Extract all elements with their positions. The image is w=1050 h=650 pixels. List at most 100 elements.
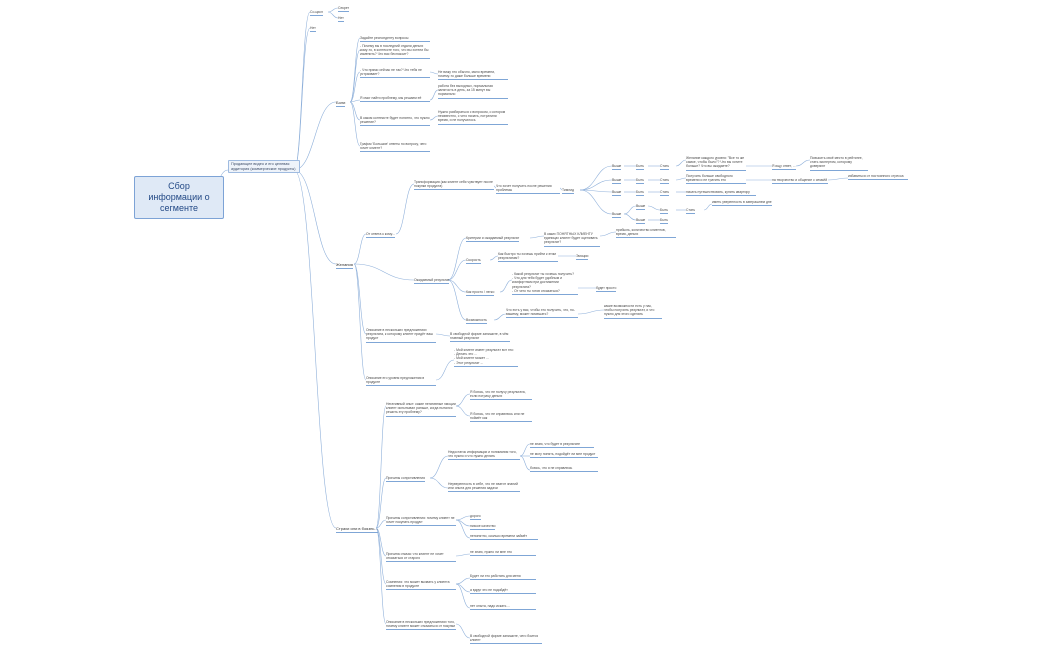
node[interactable]: Выше bbox=[636, 204, 646, 211]
node[interactable]: Секрет bbox=[338, 6, 350, 13]
node[interactable]: а вдруг это не подойдёт bbox=[470, 588, 536, 595]
node[interactable]: Я ищу ответ, ... bbox=[772, 164, 796, 171]
node[interactable]: Выше bbox=[612, 212, 622, 219]
node[interactable]: Быть bbox=[636, 164, 644, 171]
node[interactable]: не знаю, нужно ли мне это bbox=[470, 550, 536, 557]
connector bbox=[647, 205, 661, 211]
connector bbox=[455, 623, 471, 639]
root-topic[interactable]: Сбор информации о сегменте bbox=[134, 176, 224, 219]
node[interactable]: Выше bbox=[612, 164, 622, 171]
connector bbox=[455, 553, 471, 557]
node[interactable]: Стать bbox=[660, 178, 670, 185]
node[interactable]: - Почему вы в последний отдали деньги ко… bbox=[360, 44, 430, 59]
node[interactable]: Ожидаемый результат bbox=[414, 278, 450, 285]
node[interactable]: Стать bbox=[660, 190, 670, 197]
node[interactable]: График 'Большие' ответы по вопросу, чего… bbox=[360, 142, 430, 153]
connector bbox=[623, 213, 637, 221]
node[interactable]: Выше bbox=[612, 190, 622, 197]
node[interactable]: нет опыта, надо искать ... bbox=[470, 604, 536, 611]
node[interactable]: Быть bbox=[636, 178, 644, 185]
node[interactable]: Тимлид bbox=[562, 188, 574, 195]
node[interactable]: От ответа к кому... bbox=[366, 232, 395, 239]
node[interactable]: низкое качество bbox=[470, 524, 496, 531]
node[interactable]: Трансформация (как клиент себя чувствует… bbox=[414, 180, 494, 191]
node-bol[interactable]: Боли bbox=[336, 100, 346, 107]
node[interactable]: В свободной форме запишите, в чём главны… bbox=[450, 332, 510, 343]
node[interactable]: Со-цикл bbox=[310, 10, 323, 17]
node[interactable]: Скорость bbox=[466, 258, 481, 265]
connector bbox=[493, 313, 507, 321]
node[interactable]: будет просто bbox=[596, 286, 617, 293]
node[interactable]: Описание в нескольких предложениях того,… bbox=[386, 620, 456, 631]
node[interactable]: Эмоции bbox=[576, 254, 589, 261]
node[interactable]: Получить больше свободного времени и не … bbox=[686, 174, 746, 185]
node[interactable]: дорого bbox=[470, 514, 481, 521]
node[interactable]: В свободной форме запишите, чего боится … bbox=[470, 634, 542, 645]
node[interactable]: Быть bbox=[660, 218, 668, 225]
node[interactable]: Критерии и ожидаемый результат bbox=[466, 236, 520, 243]
node[interactable]: Описание его уровня предложения в продук… bbox=[366, 376, 436, 387]
node[interactable]: Быть bbox=[636, 190, 644, 197]
node-strah[interactable]: Страхи или в боязнь... bbox=[336, 526, 378, 533]
node[interactable]: избавиться от постоянного стресса bbox=[848, 174, 908, 181]
node[interactable]: на творчество и общение с семьёй bbox=[772, 178, 828, 185]
root-subtitle[interactable]: Продающее видео и его целевая аудитория … bbox=[228, 160, 300, 174]
node[interactable]: Задайте респонденту вопросы bbox=[360, 36, 430, 43]
node[interactable]: непонятно, сколько времени займёт bbox=[470, 534, 538, 541]
node[interactable]: Неуверенность в себе, что не хватит знан… bbox=[448, 482, 520, 493]
node[interactable]: Что хочет получить после решения проблем… bbox=[496, 184, 560, 195]
node[interactable]: Желание каждого уровня: "Все то же самое… bbox=[686, 156, 746, 171]
node[interactable]: Быть bbox=[660, 208, 668, 215]
connector bbox=[435, 333, 451, 337]
connector bbox=[493, 185, 497, 189]
node[interactable]: Причины сопротивления bbox=[386, 476, 425, 483]
node[interactable]: Недостаток информации и понимания того, … bbox=[448, 450, 520, 461]
connector bbox=[499, 279, 513, 293]
node[interactable]: Я смог найти проблему, мы решаем её bbox=[360, 96, 430, 103]
connector bbox=[795, 159, 811, 167]
node[interactable]: Повысить своё место в рейтинге, стать эк… bbox=[810, 156, 868, 171]
node[interactable]: начать путешествовать, купить квартиру bbox=[686, 190, 756, 197]
node[interactable]: Описание в нескольких предложениях резул… bbox=[366, 328, 436, 343]
node[interactable]: Негативный опыт: какие негативные эмоции… bbox=[386, 402, 456, 417]
node[interactable]: не могу понять, подойдёт ли мне продукт bbox=[530, 452, 598, 459]
node[interactable]: какие возможности есть у нас, чтобы полу… bbox=[604, 304, 662, 319]
node-jelan[interactable]: Желания bbox=[336, 262, 353, 269]
node[interactable]: Будет ли это работать для меня bbox=[470, 574, 536, 581]
connector bbox=[579, 189, 613, 193]
node[interactable]: Причина отказа: что клиент не хочет отка… bbox=[386, 552, 456, 563]
node[interactable]: Возможность bbox=[466, 318, 487, 325]
node[interactable]: Как быстро ты хочешь прийти к этим резул… bbox=[498, 252, 558, 263]
node[interactable]: В каком контексте будет понятно, что нуж… bbox=[360, 116, 430, 127]
node[interactable]: Стать bbox=[660, 164, 670, 171]
node[interactable]: прибыль, количество клиентов, время, ден… bbox=[616, 228, 676, 239]
node[interactable]: иметь уверенность в завтрашнем дне bbox=[712, 200, 772, 207]
node[interactable]: Сомнения: что может вызвать у клиента со… bbox=[386, 580, 456, 591]
connector bbox=[579, 179, 613, 191]
connector bbox=[447, 237, 467, 281]
node[interactable]: работа без выходных, нормальная занятост… bbox=[438, 84, 508, 99]
node[interactable]: Как просто / легко bbox=[466, 290, 495, 297]
node[interactable]: - Что прямо сейчас не так? Что тебя не у… bbox=[360, 68, 430, 79]
node[interactable]: Нужно разбираться с вопросом, о котором … bbox=[438, 110, 508, 125]
node[interactable]: Я боюсь, что не справлюсь или не поймёт … bbox=[470, 412, 532, 423]
connector bbox=[489, 255, 499, 261]
node[interactable]: Стать bbox=[686, 208, 696, 215]
node[interactable]: боюсь, что я не справлюсь bbox=[530, 466, 598, 473]
node[interactable]: Что есть у вас, чтобы это получить, что,… bbox=[506, 308, 578, 319]
node[interactable]: Выше bbox=[612, 178, 622, 185]
connector bbox=[395, 183, 415, 235]
node[interactable]: Нет bbox=[310, 26, 316, 33]
node[interactable]: Нет bbox=[338, 16, 344, 23]
node[interactable]: Причины сопротивления: почему клиент не … bbox=[386, 516, 456, 527]
connector bbox=[349, 71, 361, 103]
node[interactable]: Выше bbox=[636, 218, 646, 225]
node[interactable]: В каких ПОНЯТНЫХ КЛИЕНТУ единицах клиент… bbox=[544, 232, 600, 247]
node[interactable]: Не вижу это обычно, мало времени, почему… bbox=[438, 70, 508, 81]
node[interactable]: - Мой клиент имеет результат вот это: - … bbox=[454, 348, 518, 367]
node[interactable]: Я боюсь, что не получу результата, если … bbox=[470, 390, 532, 401]
connector bbox=[455, 577, 471, 585]
node[interactable]: не знаю, что будет в результате bbox=[530, 442, 594, 449]
node[interactable]: - Какой результат ты хочешь получить? - … bbox=[512, 272, 578, 296]
